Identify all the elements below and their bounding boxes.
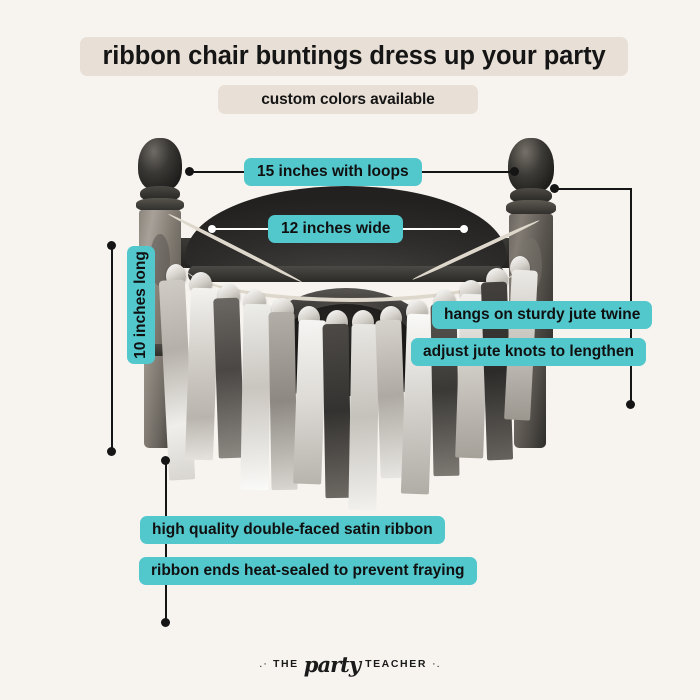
callout-length-with-loops: 15 inches with loops: [244, 158, 422, 186]
logo-dots-left: .·: [259, 658, 268, 670]
callout-heat-sealed: ribbon ends heat-sealed to prevent frayi…: [139, 557, 477, 585]
leader-dot-bottom-top: [161, 456, 170, 465]
finial-right: [508, 138, 554, 192]
logo-party: party: [303, 651, 361, 677]
leader-line-right-vertical: [630, 188, 632, 404]
page-title: ribbon chair buntings dress up your part…: [80, 37, 628, 76]
finial-right-ring: [506, 200, 556, 216]
leader-dot-12in-right: [460, 225, 468, 233]
callout-knots-text: adjust jute knots to lengthen: [423, 343, 634, 360]
page-subtitle: custom colors available: [218, 85, 478, 114]
leader-dot-right-start: [550, 184, 559, 193]
finial-left-ring: [136, 198, 184, 212]
callout-knots: adjust jute knots to lengthen: [411, 338, 646, 366]
callout-satin-text: high quality double-faced satin ribbon: [152, 521, 433, 538]
ribbon: [213, 297, 245, 459]
leader-dot-15in-right: [510, 167, 519, 176]
leader-dot-bottom-end: [161, 618, 170, 627]
callout-twine-text: hangs on sturdy jute twine: [444, 306, 641, 323]
leader-dot-10in-bottom: [107, 447, 116, 456]
callout-long: 10 inches long: [127, 246, 155, 364]
ribbon: [240, 303, 272, 491]
finial-left: [138, 138, 182, 190]
leader-dot-15in-left: [185, 167, 194, 176]
leader-dot-10in-top: [107, 241, 116, 250]
ribbon: [348, 323, 380, 511]
ribbon: [322, 323, 352, 499]
callout-width: 12 inches wide: [268, 215, 404, 243]
twine-swag: [184, 258, 520, 302]
callout-twine: hangs on sturdy jute twine: [432, 301, 653, 329]
callout-satin: high quality double-faced satin ribbon: [140, 516, 445, 544]
callout-long-text: 10 inches long: [132, 251, 149, 359]
footer-logo: .· THE party TEACHER ·.: [0, 648, 700, 680]
leader-dot-right-end: [626, 400, 635, 409]
logo-the: THE: [272, 658, 299, 670]
callout-length-with-loops-text: 15 inches with loops: [257, 163, 409, 180]
leader-line-10in: [111, 245, 113, 451]
post-left-medallion: [150, 234, 170, 286]
callout-width-text: 12 inches wide: [281, 220, 391, 237]
logo-dots-right: ·.: [432, 658, 441, 670]
callout-heat-sealed-text: ribbon ends heat-sealed to prevent frayi…: [151, 562, 465, 579]
ribbon: [293, 319, 327, 485]
leader-line-right-horizontal: [556, 188, 632, 190]
logo-teacher: TEACHER: [365, 658, 428, 670]
leader-dot-12in-left: [208, 225, 216, 233]
page-title-text: ribbon chair buntings dress up your part…: [102, 42, 606, 70]
page-subtitle-text: custom colors available: [261, 90, 435, 108]
